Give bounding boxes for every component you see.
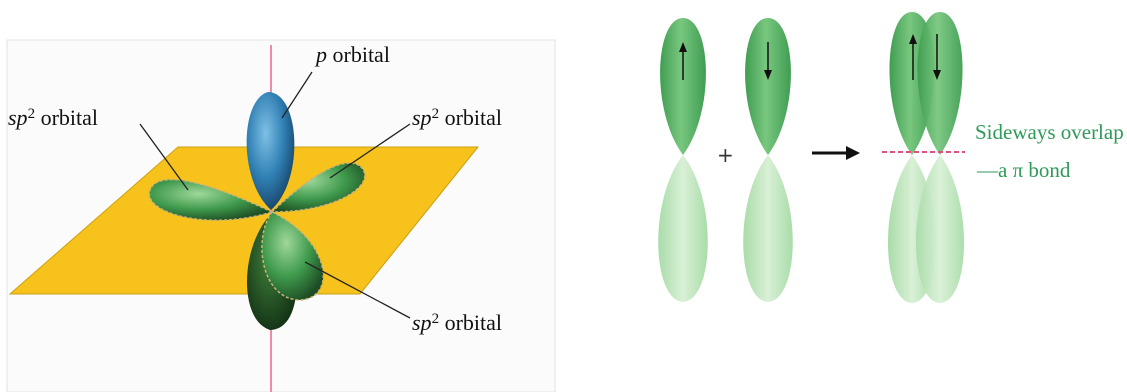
plus-sign: + xyxy=(717,143,734,167)
sp2-lobe-left xyxy=(148,178,275,221)
p-orbital-1 xyxy=(658,18,708,302)
label-sp2-right-main: sp xyxy=(412,105,432,130)
label-sp2-left-main: sp xyxy=(8,105,28,130)
p-orbital-upper-lobe xyxy=(246,92,295,210)
leader-sp2-left xyxy=(139,123,189,191)
label-sp2-right-rest: orbital xyxy=(444,105,502,130)
sp2-lobe-front xyxy=(261,211,324,301)
p-orbital-2 xyxy=(743,18,793,302)
leader-sp2-right xyxy=(329,123,411,179)
label-sp2-bottom: sp2 orbital xyxy=(412,312,502,334)
overlapping-orbitals xyxy=(882,12,965,303)
label-sp2-bottom-main: sp xyxy=(412,310,432,335)
label-sp2-right-sup: 2 xyxy=(431,106,440,122)
label-sp2-bottom-rest: orbital xyxy=(444,310,502,335)
pi-bond-figure xyxy=(658,12,965,303)
overlap-label-line1: Sideways overlap xyxy=(975,120,1124,144)
label-sp2-left-sup: 2 xyxy=(27,106,36,122)
label-sp2-left: sp2 orbital xyxy=(8,107,98,129)
label-p-orbital-main: p xyxy=(316,42,327,67)
sp2-lobe-right xyxy=(270,162,366,213)
sp2-orbital-figure xyxy=(6,39,556,392)
leader-sp2-bottom xyxy=(304,261,411,319)
label-p-orbital: p orbital xyxy=(316,44,390,66)
label-p-orbital-rest: orbital xyxy=(332,42,390,67)
label-sp2-right: sp2 orbital xyxy=(412,107,502,129)
label-sp2-bottom-sup: 2 xyxy=(431,311,440,327)
label-sp2-left-rest: orbital xyxy=(40,105,98,130)
overlap-label-line2: —a π bond xyxy=(977,158,1071,182)
reaction-arrow xyxy=(812,146,860,160)
leader-p xyxy=(281,71,313,119)
